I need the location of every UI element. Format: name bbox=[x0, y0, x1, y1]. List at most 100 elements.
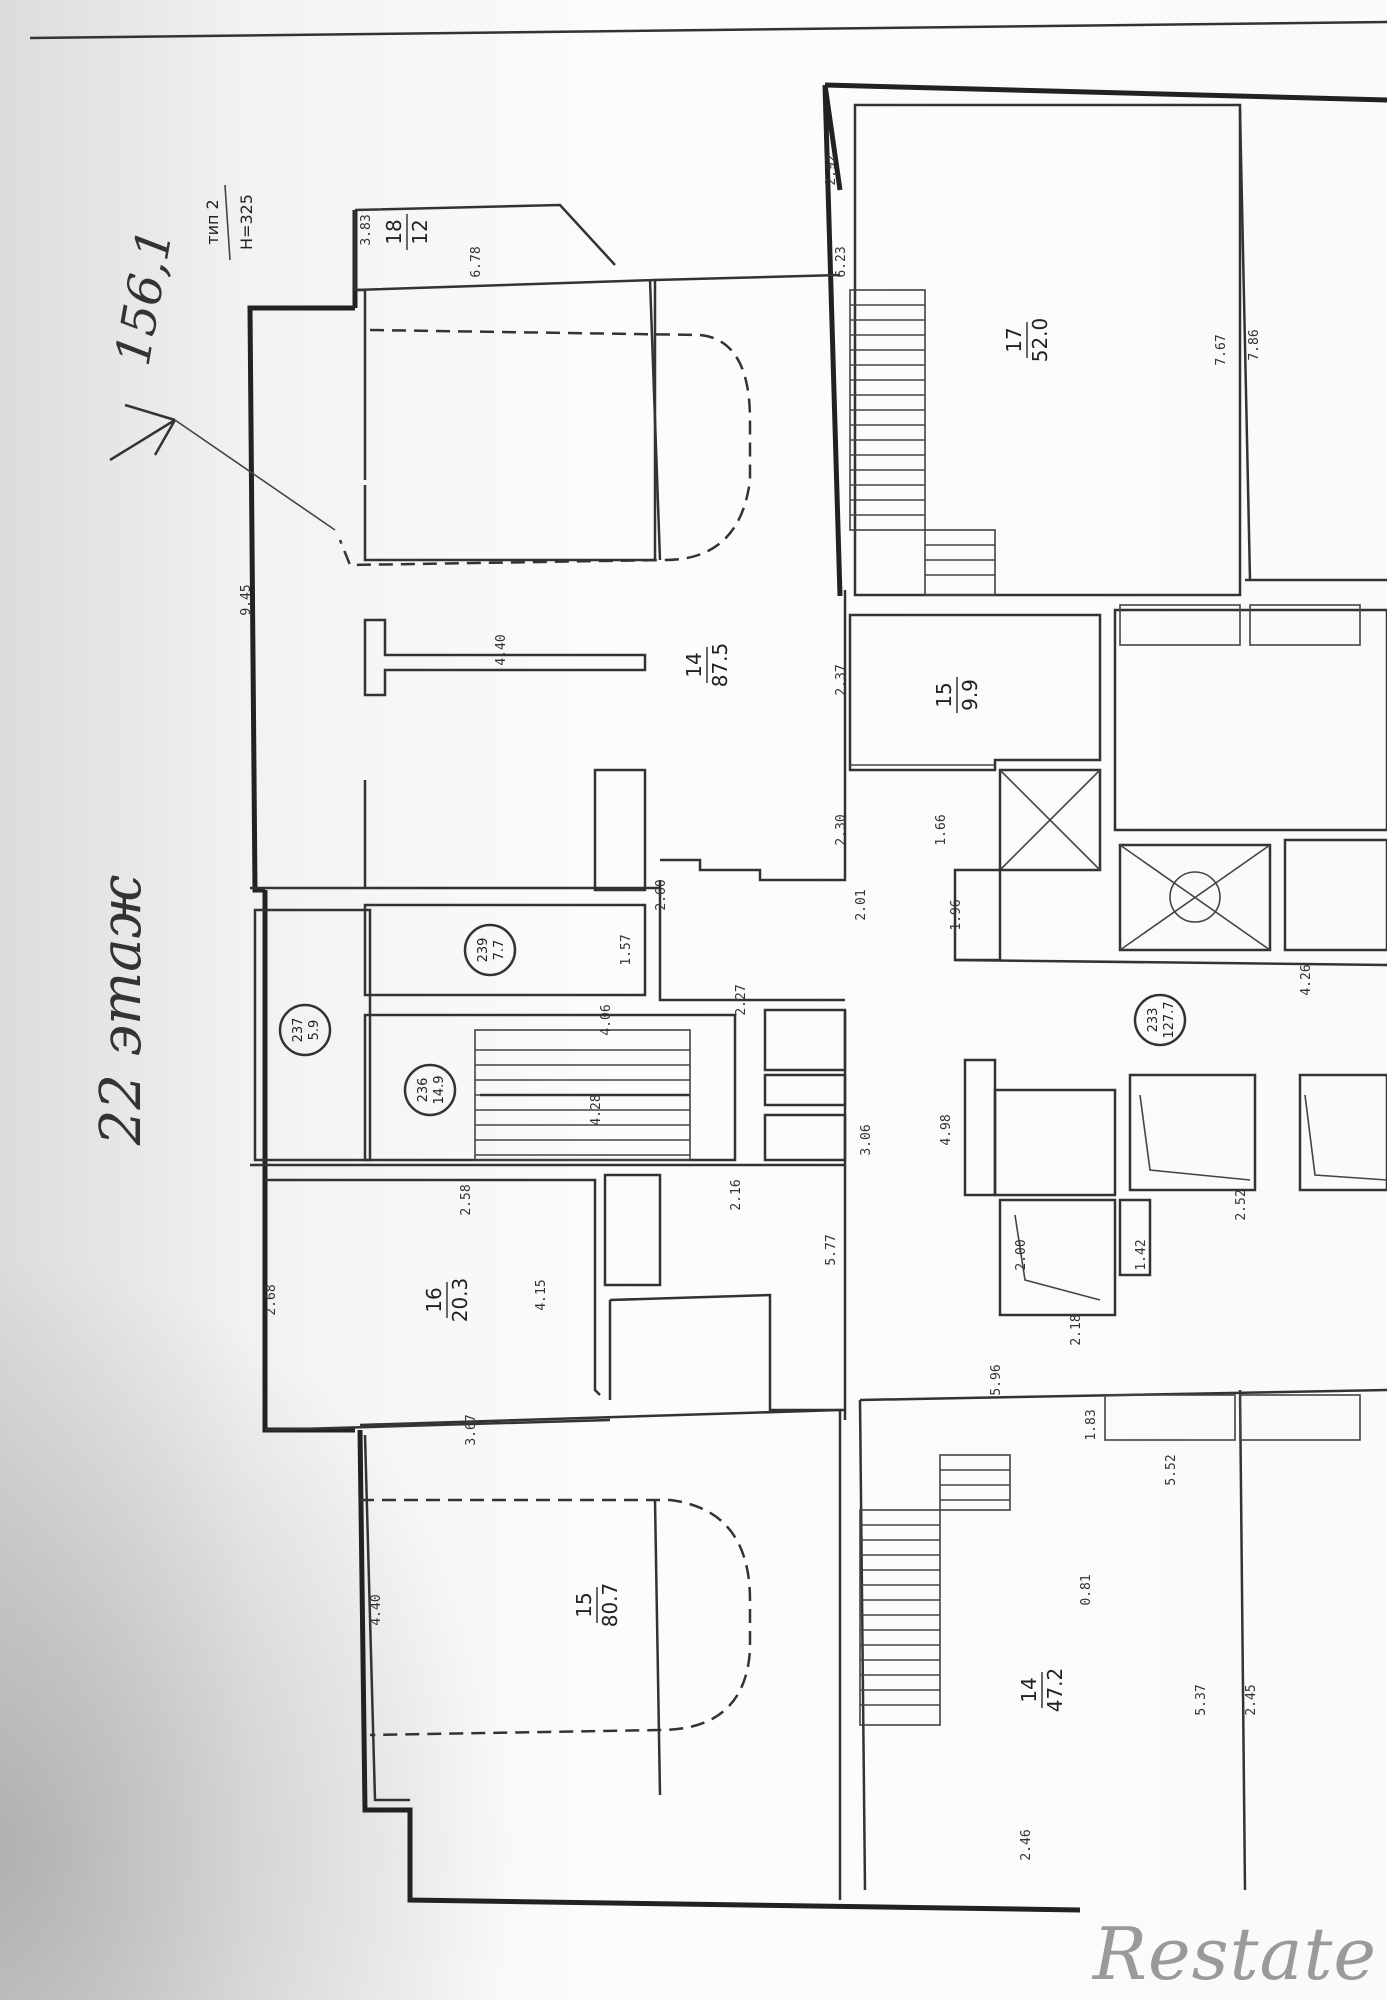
dimension-label: 5.96 bbox=[989, 1364, 1004, 1395]
dimension-label: 5.52 bbox=[1164, 1454, 1179, 1485]
dimension-label: 1.66 bbox=[934, 814, 949, 845]
shaft-upper-left bbox=[593, 768, 647, 892]
elevator-shaft-2 bbox=[1118, 843, 1272, 952]
block-right-upper bbox=[1113, 608, 1387, 832]
dimension-label: 2.00 bbox=[1014, 1239, 1029, 1270]
type-fraction-line bbox=[224, 184, 231, 261]
dimension-label: 4.26 bbox=[1299, 964, 1314, 995]
dimension-label: 4.98 bbox=[939, 1114, 954, 1145]
scan-shadow bbox=[0, 1250, 520, 2000]
wall-lift-lobby-south bbox=[954, 958, 1387, 967]
stair-lower bbox=[859, 1454, 1011, 1726]
outer-wall-lower-left bbox=[357, 1429, 1081, 1913]
room-area: 80.7 bbox=[598, 1583, 622, 1628]
zone-tag-area: 7.7 bbox=[492, 940, 507, 961]
bath-cluster bbox=[963, 1058, 1387, 1317]
room-15-lower-dashed-zone bbox=[360, 1498, 752, 1737]
room-18-partition bbox=[648, 279, 662, 561]
dimension-label: 5.77 bbox=[824, 1234, 839, 1265]
outer-wall-top-right bbox=[822, 82, 1387, 597]
dimension-label: 1.83 bbox=[1084, 1409, 1099, 1440]
type-label: тип 2 bbox=[203, 199, 222, 244]
dimension-label: 2.46 bbox=[1019, 1829, 1034, 1860]
room-18-diagonal bbox=[354, 203, 616, 266]
dimension-label: 1.96 bbox=[949, 899, 964, 930]
dimension-label: 3.83 bbox=[359, 214, 374, 245]
zone-tag-number: 237 bbox=[291, 1018, 306, 1043]
dimension-label: 2.16 bbox=[729, 1179, 744, 1210]
dimension-label: 4.15 bbox=[534, 1279, 549, 1310]
outer-wall-upper-left bbox=[247, 210, 358, 893]
dimension-label: 4.06 bbox=[599, 1004, 614, 1035]
dimension-label: 2.01 bbox=[854, 889, 869, 920]
floor-label: 22 этаж bbox=[89, 874, 154, 1146]
dimension-label: 2.37 bbox=[834, 664, 849, 695]
room-area: 47.2 bbox=[1043, 1668, 1067, 1713]
room-number: 15 bbox=[932, 682, 956, 707]
apartment-14-partition bbox=[660, 590, 847, 882]
room-number: 14 bbox=[682, 652, 706, 677]
room-area: 20.3 bbox=[448, 1278, 472, 1323]
handwritten-note: 156,1 bbox=[105, 225, 184, 370]
dimension-label: 7.67 bbox=[1214, 334, 1229, 365]
dimension-label: 2.45 bbox=[1244, 1684, 1259, 1715]
zone-tag-circle bbox=[403, 1063, 457, 1117]
zone-tag-circle bbox=[278, 1003, 332, 1057]
dimension-label: 2.27 bbox=[734, 984, 749, 1015]
zone-tag-area: 127.7 bbox=[1162, 1001, 1177, 1038]
wall-lobby-east bbox=[658, 880, 845, 1002]
block-right-mid bbox=[1283, 838, 1387, 952]
zone-tag-area: 14.9 bbox=[432, 1076, 447, 1105]
room-area: 87.5 bbox=[708, 643, 732, 688]
zone-tag-circle bbox=[1133, 993, 1187, 1047]
dimension-label: 1.57 bbox=[619, 934, 634, 965]
height-label: H=325 bbox=[237, 194, 256, 250]
dimension-label: 4.40 bbox=[369, 1594, 384, 1625]
watermark-logo: Restate bbox=[1092, 1912, 1377, 1996]
north-arrow bbox=[109, 403, 177, 462]
dimension-label: 0.81 bbox=[1079, 1574, 1094, 1605]
balcony-lower-b bbox=[1239, 1394, 1361, 1441]
dimension-label: 2.58 bbox=[459, 1184, 474, 1215]
sheet-border-line bbox=[29, 20, 1387, 40]
dimension-label: 2.18 bbox=[1069, 1314, 1084, 1345]
room-15-lower-partition bbox=[653, 1499, 662, 1796]
dimension-label: 7.86 bbox=[1247, 329, 1262, 360]
outer-wall-mid-left bbox=[262, 890, 355, 1433]
room-15-upper-outline bbox=[848, 613, 1102, 772]
room-16-closet bbox=[603, 1173, 662, 1287]
dimension-label: 3.67 bbox=[464, 1414, 479, 1445]
balcony-right-a bbox=[1119, 604, 1241, 646]
zone-tag-number: 236 bbox=[416, 1078, 431, 1103]
dimension-label: 6.23 bbox=[834, 246, 849, 277]
room-14-lower-outline bbox=[858, 1388, 1387, 1891]
dimension-label: 2.92 bbox=[824, 154, 839, 185]
wall-17-east bbox=[1238, 109, 1252, 581]
room-18-west bbox=[355, 288, 367, 480]
dimension-label: 6.78 bbox=[469, 246, 484, 277]
room-237-outline bbox=[253, 908, 372, 1162]
room-area: 52.0 bbox=[1028, 318, 1052, 363]
dimension-label: 2.60 bbox=[654, 879, 669, 910]
room-15-lower-outline bbox=[359, 1408, 842, 1900]
room-area: 9.9 bbox=[958, 679, 982, 711]
dimension-label: 2.68 bbox=[264, 1284, 279, 1315]
balcony-lower-a bbox=[1104, 1394, 1236, 1441]
balcony-right-b bbox=[1249, 604, 1361, 646]
room-18-outline bbox=[353, 210, 657, 562]
room-18-top bbox=[654, 273, 841, 282]
stair-central bbox=[474, 1029, 691, 1161]
room-16-hall bbox=[608, 1293, 845, 1412]
room-area: 12 bbox=[408, 219, 432, 244]
shaft-stack-central bbox=[763, 1008, 847, 1162]
dimension-label: 2.52 bbox=[1234, 1189, 1249, 1220]
